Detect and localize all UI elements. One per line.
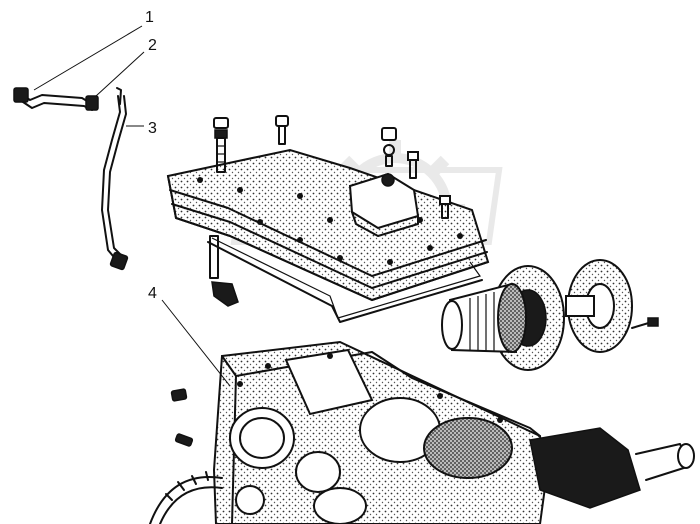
dowel-pins (170, 388, 194, 447)
callout-3: 3 (148, 120, 157, 137)
part-2-rod-end (116, 87, 122, 105)
part-1-pipe-fitting (13, 87, 99, 111)
gearbox-housing (149, 340, 548, 524)
output-shaft-housing (529, 427, 695, 509)
callout-2: 2 (148, 37, 157, 54)
callout-leaders (33, 25, 231, 387)
part-3-oil-tube (101, 95, 129, 271)
callout-4: 4 (148, 285, 157, 302)
shaft-flange-assembly (441, 259, 659, 371)
cover-bolts (209, 115, 451, 307)
top-cover-plate (166, 148, 490, 323)
callout-1: 1 (145, 9, 154, 26)
